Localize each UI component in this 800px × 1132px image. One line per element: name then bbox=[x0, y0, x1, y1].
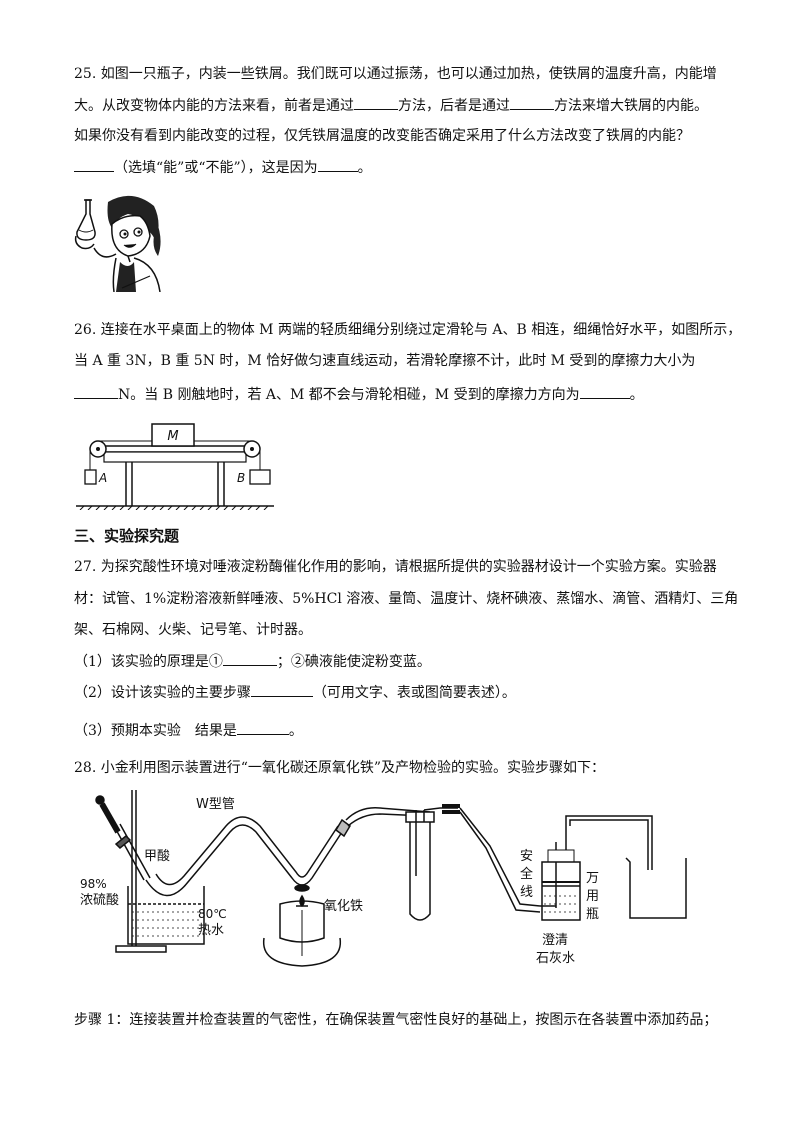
hair-shape bbox=[107, 195, 159, 242]
q25-text-2a: 大。从改变物体内能的方法来看，前者是通过 bbox=[74, 98, 354, 114]
q27-part-3-text-a: （3）预期本实验 结果是 bbox=[74, 723, 237, 739]
label-m: M bbox=[167, 429, 178, 444]
weight-b bbox=[249, 469, 271, 485]
hand-shape bbox=[74, 235, 95, 250]
label-safety-2: 全 bbox=[520, 866, 533, 882]
pulley-table-figure: M A B bbox=[76, 423, 274, 510]
q27-part-2-text-a: （2）设计该实验的主要步骤 bbox=[74, 685, 251, 701]
q25-line-1: 25. 如图一只瓶子，内装一些铁屑。我们既可以通过振荡，也可以通过加热，使铁屑的… bbox=[74, 66, 717, 82]
label-hot-water: 热水 bbox=[198, 923, 224, 938]
q26-line-1: 26. 连接在水平桌面上的物体 M 两端的轻质细绳分别绕过定滑轮与 A、B 相连… bbox=[74, 322, 742, 338]
multipurpose-bottle bbox=[540, 826, 581, 921]
label-safety-3: 线 bbox=[520, 885, 533, 900]
q28-line-1: 28. 小金利用图示装置进行“一氧化碳还原氧化铁”及产物检验的实验。实验步骤如下… bbox=[74, 760, 606, 776]
q25-blank-2 bbox=[510, 95, 554, 110]
label-bottle-2: 用 bbox=[586, 889, 599, 904]
q27-part-1-text-b: ；②碘液能使淀粉变蓝。 bbox=[276, 654, 431, 670]
label-a: A bbox=[98, 471, 107, 485]
q27-part-3: （3）预期本实验 结果是 。 bbox=[74, 720, 303, 741]
q25-line-4: （选填“能”或“不能”），这是因为 。 bbox=[74, 157, 372, 178]
q25-text-4a: （选填“能”或“不能”），这是因为 bbox=[114, 160, 318, 176]
label-bottle-1: 万 bbox=[586, 871, 599, 886]
flask-icon bbox=[76, 199, 96, 241]
label-iron-oxide: 氧化铁 bbox=[324, 899, 363, 914]
q27-part-3-text-b: 。 bbox=[288, 723, 303, 739]
test-tube bbox=[405, 807, 458, 921]
q25-line-3: 如果你没有看到内能改变的过程，仅凭铁屑温度的改变能否确定采用了什么方法改变了铁屑… bbox=[74, 128, 690, 144]
q27-part-2-text-b: （可用文字、表或图简要表述）。 bbox=[312, 685, 516, 701]
label-lime-water-2: 石灰水 bbox=[536, 951, 575, 966]
dropping-funnel bbox=[95, 795, 151, 881]
alcohol-lamp bbox=[262, 894, 342, 967]
q27-line-3: 架、石棉网、火柴、记号笔、计时器。 bbox=[74, 622, 312, 638]
label-acid-percent: 98% bbox=[80, 877, 107, 891]
label-formic-acid: 甲酸 bbox=[144, 849, 170, 864]
q27-line-1: 27. 为探究酸性环境对唾液淀粉酶催化作用的影响，请根据所提供的实验器材设计一个… bbox=[74, 559, 717, 575]
table-top bbox=[95, 445, 255, 453]
section-3-title: 三、实验探究题 bbox=[74, 527, 180, 545]
q26-line-2: 当 A 重 3N，B 重 5N 时，M 恰好做匀速直线运动，若滑轮摩擦不计，此时… bbox=[74, 353, 696, 369]
q27-part-1: （1）该实验的原理是① ；②碘液能使淀粉变蓝。 bbox=[74, 651, 431, 672]
q25-blank-3 bbox=[74, 157, 114, 172]
label-bottle-3: 瓶 bbox=[586, 907, 599, 922]
block-m bbox=[151, 423, 195, 447]
weight-a bbox=[84, 469, 97, 485]
q25-line-2: 大。从改变物体内能的方法来看，前者是通过 方法，后者是通过 方法来增大铁屑的内能。 bbox=[74, 95, 708, 116]
q26-text-3a: N。当 B 刚触地时，若 A、M 都不会与滑轮相碰，M 受到的摩擦力方向为 bbox=[118, 387, 580, 403]
girl-with-flask-figure bbox=[74, 195, 161, 292]
q26-text-3b: 。 bbox=[629, 387, 644, 403]
q27-part-1-text-a: （1）该实验的原理是① bbox=[74, 654, 223, 670]
w-shaped-tube bbox=[145, 816, 343, 897]
q27-blank-1 bbox=[222, 651, 277, 666]
label-temperature: 80℃ bbox=[198, 907, 227, 921]
q27-blank-3 bbox=[236, 720, 289, 735]
label-b: B bbox=[237, 471, 245, 485]
q27-line-2: 材：试管、1%淀粉溶液新鲜唾液、5%HCl 溶液、量筒、温度计、烧杯碘液、蒸馏水… bbox=[74, 591, 739, 607]
q25-text-4b: 。 bbox=[357, 160, 372, 176]
q26-line-3: N。当 B 刚触地时，若 A、M 都不会与滑轮相碰，M 受到的摩擦力方向为 。 bbox=[74, 384, 644, 405]
q25-blank-1 bbox=[354, 95, 398, 110]
label-safety-1: 安 bbox=[520, 849, 533, 864]
q25-text-2c: 方法来增大铁屑的内能。 bbox=[554, 98, 708, 114]
q26-blank-2 bbox=[579, 384, 630, 399]
co-reduction-apparatus-figure: W型管 甲酸 98% 浓硫酸 80℃ 热水 氧化铁 安 全 线 万 用 瓶 澄清… bbox=[80, 790, 687, 967]
hot-water-beaker bbox=[127, 886, 205, 945]
q25-blank-4 bbox=[317, 157, 358, 172]
empty-beaker bbox=[625, 857, 687, 919]
label-conc-sulfuric-acid: 浓硫酸 bbox=[80, 893, 119, 908]
label-w-tube: W型管 bbox=[196, 797, 235, 812]
q27-part-2: （2）设计该实验的主要步骤 （可用文字、表或图简要表述）。 bbox=[74, 682, 516, 703]
q28-step-1: 步骤 1：连接装置并检查装置的气密性，在确保装置气密性良好的基础上，按图示在各装… bbox=[74, 1012, 718, 1028]
ground-hatch bbox=[79, 505, 269, 510]
q25-text-2b: 方法，后者是通过 bbox=[398, 98, 510, 114]
q27-blank-2 bbox=[250, 682, 313, 697]
face-shape bbox=[111, 214, 151, 257]
label-lime-water-1: 澄清 bbox=[542, 933, 568, 948]
q26-blank-1 bbox=[74, 384, 118, 399]
